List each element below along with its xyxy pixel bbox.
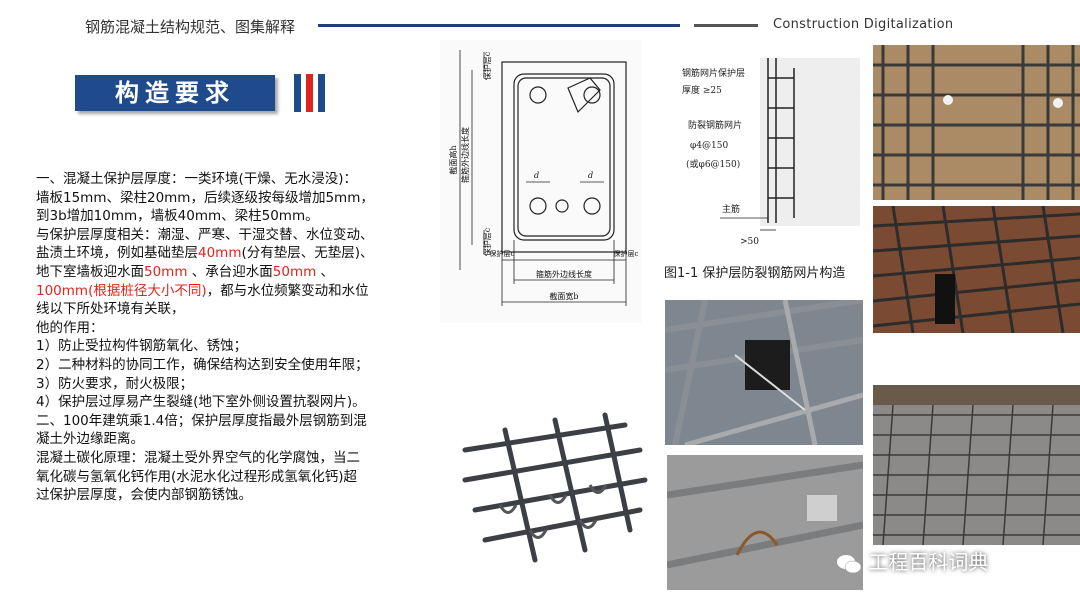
body-text-segment: 、承台迎水面 xyxy=(187,263,273,280)
body-text-segment: 过保护层厚度，会使内部钢筋锈蚀。 xyxy=(36,487,252,504)
body-line: 氧化碳与氢氧化钙作用(水泥水化过程形成氢氧化钙)超 xyxy=(36,468,436,487)
body-line: 他的作用： xyxy=(36,319,436,338)
header-subtitle-en: Construction Digitalization xyxy=(773,17,954,32)
body-text-segment: 凝土外边缘距离。 xyxy=(36,431,144,448)
concrete-spacer-photo xyxy=(667,455,863,590)
body-line: 1）防止受拉构件钢筋氧化、锈蚀； xyxy=(36,337,436,356)
body-text-segment: 二、100年建筑乘1.4倍；保护层厚度指最外层钢筋到混 xyxy=(36,412,367,429)
body-line: 二、100年建筑乘1.4倍；保护层厚度指最外层钢筋到混 xyxy=(36,412,436,431)
floor-mesh-photo xyxy=(873,385,1080,545)
body-text-segment: 地下室墙板迎水面 xyxy=(36,263,144,280)
label-cover-top: 保护层c xyxy=(482,51,492,80)
mesh-label-min: >50 xyxy=(740,237,759,247)
label-width: 截面宽b xyxy=(549,291,578,301)
section-banner: 构造要求 xyxy=(75,75,275,111)
body-text-segment: 与保护层厚度相关：潮湿、严寒、干湿交替、水位变动、 xyxy=(36,226,374,243)
slab-rebar-photo xyxy=(873,206,1080,333)
mesh-diagram: 钢筋网片保护层 厚度 ≥25 防裂钢筋网片 φ4@150 (或φ6@150) 主… xyxy=(660,48,865,286)
mesh-label-spec2: (或φ6@150) xyxy=(686,158,740,170)
mesh-label-mesh: 防裂钢筋网片 xyxy=(688,119,742,131)
label-stirrup-width: 箍筋外边线长度 xyxy=(536,269,592,279)
header-rule-gray xyxy=(694,24,758,27)
body-text-segment: 4）保护层过厚易产生裂缝(地下室外侧设置抗裂网片)。 xyxy=(36,394,366,411)
rebar-cage-photo xyxy=(873,45,1080,200)
section-diagram: 保护层c 保护层c 截面高h 箍筋外边线长度 d d 保护层c 保护层c 箍筋外… xyxy=(440,40,642,323)
mesh-label-thickness: 厚度 ≥25 xyxy=(682,84,722,96)
mesh-label-spec1: φ4@150 xyxy=(690,141,728,151)
body-text-segment: (分有垫层、无垫层)、 xyxy=(241,245,374,262)
body-text-segment: 3）防火要求，耐火极限； xyxy=(36,375,194,392)
body-line: 4）保护层过厚易产生裂缝(地下室外侧设置抗裂网片)。 xyxy=(36,393,436,412)
banner-stripe-blue xyxy=(294,74,301,112)
spacer-block-photo xyxy=(665,300,863,445)
label-cover-right: 保护层c xyxy=(614,249,639,258)
body-text-segment: 他的作用： xyxy=(36,319,104,336)
banner-stripe-blue-2 xyxy=(318,74,325,112)
mesh-caption: 图1-1 保护层防裂钢筋网片构造 xyxy=(664,266,846,281)
wechat-icon xyxy=(836,553,862,575)
steel-chair-photo xyxy=(455,410,653,570)
body-line: 一、混凝土保护层厚度：一类环境(干燥、无水浸没)： xyxy=(36,170,436,189)
label-d-right: d xyxy=(588,171,593,180)
header-rule-blue xyxy=(318,24,680,27)
body-text-segment: 到3b增加10mm，墙板40mm、梁柱50mm。 xyxy=(36,208,319,225)
mesh-label-cover: 钢筋网片保护层 xyxy=(682,67,745,79)
body-line: 2）二种材料的协同工作，确保结构达到安全使用年限； xyxy=(36,356,436,375)
watermark-text: 工程百科词典 xyxy=(868,550,989,574)
body-text: 一、混凝土保护层厚度：一类环境(干燥、无水浸没)： 墙板15mm、梁柱20mm，后… xyxy=(36,170,436,505)
label-height: 截面高h xyxy=(448,145,458,174)
label-cover-left: 保护层c xyxy=(490,249,515,258)
body-line: 100mm(根据桩径大小不同)，都与水位频繁变动和水位 xyxy=(36,282,436,301)
body-text-segment: 墙板15mm、梁柱20mm，后续逐级按每级增加5mm， xyxy=(36,189,374,206)
body-line: 凝土外边缘距离。 xyxy=(36,430,436,449)
highlight-text: 50mm xyxy=(272,263,317,280)
body-line: 混凝土碳化原理：混凝土受外界空气的化学腐蚀，当二 xyxy=(36,449,436,468)
body-line: 盐渍土环境，例如基础垫层40mm(分有垫层、无垫层)、 xyxy=(36,244,436,263)
body-text-segment: 1）防止受拉构件钢筋氧化、锈蚀； xyxy=(36,338,248,355)
body-line: 线以下所处环境有关联， xyxy=(36,300,436,319)
body-text-segment: 线以下所处环境有关联， xyxy=(36,301,185,318)
banner-stripe-red xyxy=(306,74,313,112)
label-cover-bottom: 保护层c xyxy=(482,227,492,256)
body-line: 过保护层厚度，会使内部钢筋锈蚀。 xyxy=(36,486,436,505)
header-title: 钢筋混凝土结构规范、图集解释 xyxy=(85,18,296,36)
mesh-label-main-bar: 主筋 xyxy=(722,203,740,215)
body-line: 地下室墙板迎水面50mm 、承台迎水面50mm 、 xyxy=(36,263,436,282)
body-line: 到3b增加10mm，墙板40mm、梁柱50mm。 xyxy=(36,207,436,226)
body-text-segment: 、 xyxy=(316,263,335,280)
highlight-text: 100mm(根据桩径大小不同) xyxy=(36,282,207,299)
body-text-segment: 盐渍土环境，例如基础垫层 xyxy=(36,245,198,262)
highlight-text: 40mm xyxy=(198,245,242,262)
label-stirrup-height: 箍筋外边线长度 xyxy=(460,127,470,183)
body-text-segment: 氧化碳与氢氧化钙作用(水泥水化过程形成氢氧化钙)超 xyxy=(36,468,358,485)
body-line: 3）防火要求，耐火极限； xyxy=(36,375,436,394)
watermark: 工程百科词典 xyxy=(836,546,988,575)
body-text-segment: 一、混凝土保护层厚度：一类环境(干燥、无水浸没)： xyxy=(36,171,358,187)
body-line: 与保护层厚度相关：潮湿、严寒、干湿交替、水位变动、 xyxy=(36,226,436,245)
label-d-left: d xyxy=(534,171,539,180)
highlight-text: 50mm xyxy=(144,263,188,280)
body-line: 墙板15mm、梁柱20mm，后续逐级按每级增加5mm， xyxy=(36,189,436,208)
body-text-segment: 2）二种材料的协同工作，确保结构达到安全使用年限； xyxy=(36,356,369,373)
body-text-segment: 混凝土碳化原理：混凝土受外界空气的化学腐蚀，当二 xyxy=(36,449,360,466)
body-text-segment: ，都与水位频繁变动和水位 xyxy=(206,282,369,299)
